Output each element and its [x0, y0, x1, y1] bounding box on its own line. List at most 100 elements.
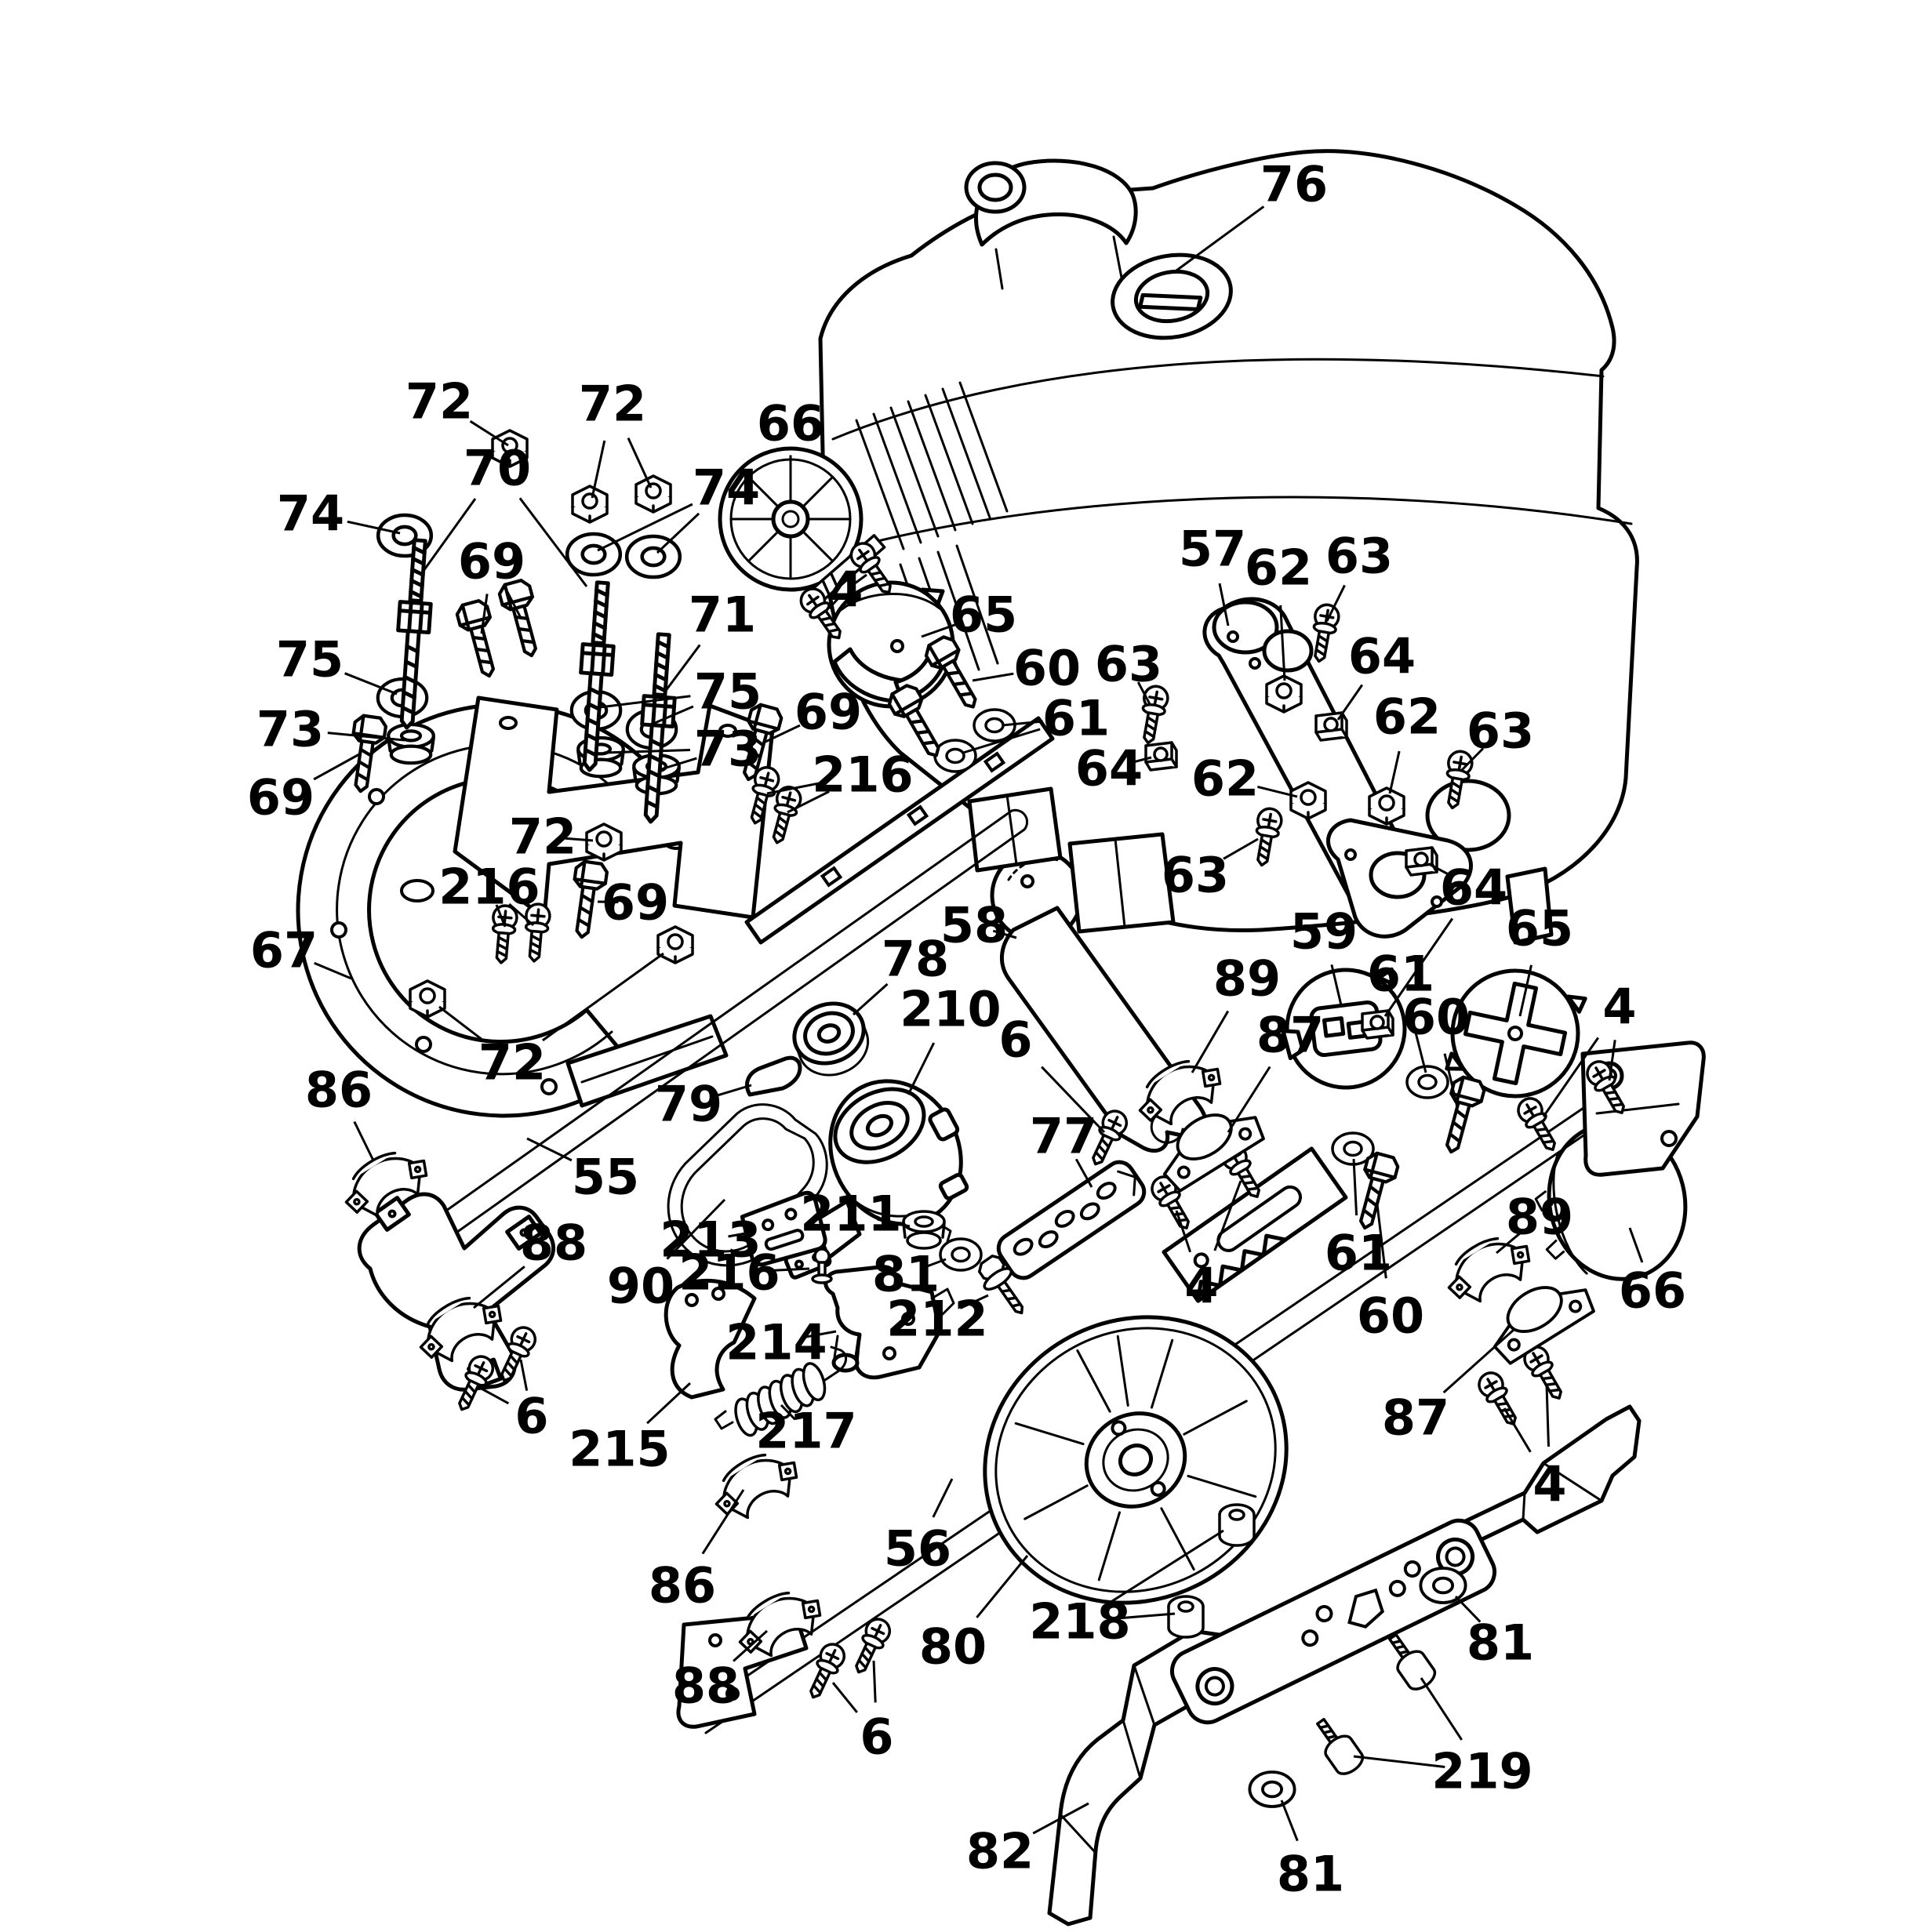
leader-line-74 [347, 520, 401, 535]
callout-59-32: 59 [1290, 903, 1358, 961]
leader-line-6 [872, 1660, 877, 1703]
leader-line-216 [766, 780, 827, 795]
callout-61-34: 61 [1367, 946, 1434, 1003]
leader-line-63 [1325, 584, 1346, 622]
washer-part [939, 1237, 983, 1272]
shaft-key-79 [745, 1055, 802, 1097]
callout-6-63: 6 [514, 1388, 548, 1445]
leader-line-69 [313, 753, 360, 781]
leader-line-61 [962, 728, 1041, 754]
callout-73-11: 73 [694, 721, 762, 778]
leader-line-213 [728, 1231, 751, 1238]
callout-89-47: 89 [1506, 1189, 1573, 1246]
leader-line-77 [1074, 1158, 1093, 1188]
callout-75-10: 75 [694, 663, 762, 721]
nut-part [1368, 786, 1405, 826]
fuel-cap [1111, 252, 1233, 340]
leader-line-73 [603, 749, 691, 754]
callout-57-20: 57 [1179, 521, 1246, 578]
leader-line-89 [1496, 1232, 1522, 1255]
leader-line-61 [1409, 1010, 1427, 1073]
leader-line-70 [422, 498, 477, 572]
screw-part [1473, 1367, 1525, 1432]
leader-line-6 [831, 1682, 858, 1713]
clutch-assembly-210 [784, 1079, 969, 1280]
lower-handle-55 [357, 716, 1055, 1392]
callout-66-13: 66 [757, 395, 824, 452]
leader-line-62 [1257, 785, 1298, 798]
spacer-part [1218, 1503, 1256, 1547]
callout-63-23: 63 [1095, 636, 1162, 693]
callout-6-39: 6 [998, 1011, 1032, 1069]
callout-212-59: 212 [886, 1291, 987, 1348]
callout-89-37: 89 [1213, 950, 1281, 1008]
callout-62-21: 62 [1245, 539, 1312, 597]
leader-line-218 [1117, 1612, 1176, 1620]
leader-line-4 [1175, 1210, 1192, 1253]
bladebolt-part [1379, 1626, 1441, 1695]
callout-61-17: 61 [1042, 690, 1110, 747]
callout-63-22: 63 [1325, 528, 1393, 585]
callout-75-8: 75 [276, 631, 344, 688]
callout-71-7: 71 [689, 586, 756, 644]
washer-part [933, 739, 977, 773]
callout-216-56: 216 [678, 1244, 780, 1302]
mount-plate-213 [740, 1190, 827, 1267]
leader-line-81 [1454, 1595, 1482, 1623]
callout-60-35: 60 [1402, 989, 1470, 1046]
leader-line-64 [1127, 756, 1152, 765]
leader-line-219 [1420, 1677, 1463, 1741]
leader-line-211 [877, 1218, 911, 1228]
handle-mount-bracket-57 [1202, 597, 1473, 939]
callout-210-41: 210 [900, 981, 1001, 1038]
leader-line-74 [597, 503, 693, 552]
bushing-part [902, 1210, 946, 1250]
extension-spring-217 [714, 1346, 847, 1437]
callout-214-60: 214 [725, 1314, 827, 1371]
leader-line-4 [1213, 1180, 1242, 1251]
leader-line-4 [854, 573, 867, 584]
callout-72-2: 72 [579, 376, 646, 433]
leader-line-72 [565, 837, 594, 842]
leader-line-72 [627, 437, 653, 488]
leader-line-57 [1218, 583, 1230, 626]
blade-82 [1047, 1404, 1642, 1927]
leader-line-69 [765, 724, 801, 743]
callout-64-27: 64 [1075, 740, 1143, 797]
leader-line-56 [932, 1478, 954, 1518]
callout-77-43: 77 [1030, 1108, 1097, 1165]
engine-mount-hole [1425, 779, 1511, 852]
callout-63-26: 63 [1467, 703, 1534, 760]
leader-line-58 [992, 929, 1017, 939]
mount-bracket-tabs [967, 786, 1176, 934]
handle-grip-panel-77 [996, 1160, 1147, 1280]
callout-60-46: 60 [1357, 1287, 1424, 1345]
callout-64-24: 64 [1348, 628, 1416, 685]
leader-line-87 [1442, 1328, 1515, 1394]
grommet-part [388, 724, 434, 763]
leader-line-75 [344, 672, 398, 695]
callout-73-9: 73 [256, 701, 324, 758]
callout-219-72: 219 [1431, 1743, 1533, 1800]
leader-line-55 [526, 1137, 573, 1162]
leader-line-64 [1336, 684, 1364, 721]
leader-line-63 [1136, 681, 1151, 705]
callout-218-67: 218 [1029, 1593, 1130, 1651]
callout-65-15: 65 [950, 586, 1017, 644]
leader-line-81 [1280, 1799, 1299, 1842]
callout-58-31: 58 [940, 897, 1008, 954]
leader-line-4 [1542, 1037, 1599, 1117]
callout-87-48: 87 [1382, 1389, 1449, 1447]
bladebolt-part [1307, 1711, 1369, 1780]
leader-line-70 [518, 497, 588, 587]
leader-line-62 [1279, 605, 1286, 681]
leader-line-219 [1353, 1755, 1445, 1768]
callout-4-49: 4 [1533, 1456, 1566, 1513]
leader-line-74 [656, 512, 700, 554]
handle-fork [357, 1192, 556, 1392]
callout-88-53: 88 [520, 1215, 587, 1272]
leader-line-86 [353, 1120, 375, 1161]
spacer-part [1167, 1595, 1205, 1639]
leader-line-216 [508, 902, 534, 927]
